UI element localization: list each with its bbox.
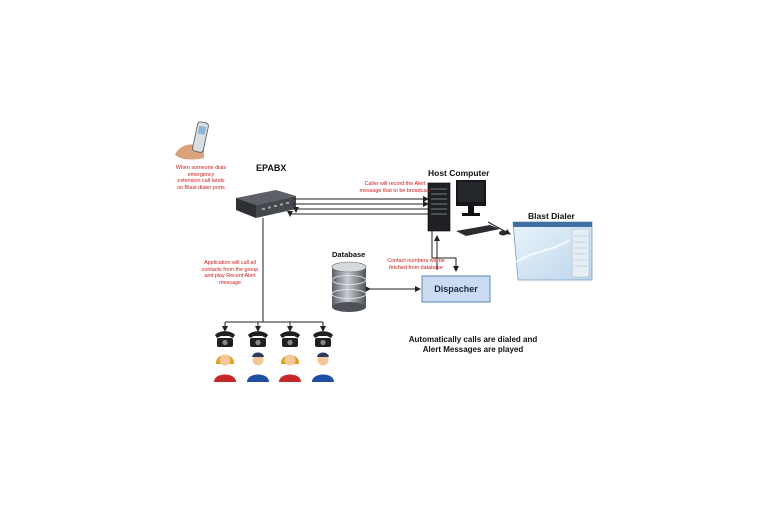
database-label: Database <box>332 250 366 259</box>
man-user-icon <box>247 352 269 382</box>
epabx-switch-icon <box>236 190 296 218</box>
woman-user-icon <box>279 354 301 382</box>
contacts-note: Contact numbers will be fetched from dat… <box>387 258 445 271</box>
database-cylinder-icon <box>331 261 367 312</box>
epabx-label: EPABX <box>256 163 287 173</box>
blast-dialer-screen-icon <box>512 221 593 281</box>
host-blast-link <box>487 221 511 235</box>
footer-note: Automatically calls are dialed and Alert… <box>408 335 538 354</box>
phone-distribution-lines <box>222 218 326 332</box>
dispatcher-box <box>421 275 491 303</box>
telephone-icon <box>248 331 268 347</box>
desktop-computer-icon <box>427 180 507 236</box>
dispatcher-label: Dispacher <box>434 284 478 294</box>
telephone-icon <box>215 331 235 347</box>
application-note: Application will call all contacts from … <box>201 260 259 286</box>
epabx-host-links <box>287 196 429 217</box>
hand-holding-phone-icon <box>175 121 209 160</box>
telephone-icon <box>313 331 333 347</box>
caller-note: Caller will record the Alert message tha… <box>359 181 431 194</box>
host-computer-label: Host Computer <box>428 168 490 178</box>
mobile-note: When someone dials emergency extension c… <box>175 165 227 191</box>
man-user-icon <box>312 352 334 382</box>
telephone-icon <box>280 331 300 347</box>
host-dispatcher-link <box>431 231 459 272</box>
blast-dialer-label: Blast Dialer <box>528 211 575 221</box>
woman-user-icon <box>214 354 236 382</box>
